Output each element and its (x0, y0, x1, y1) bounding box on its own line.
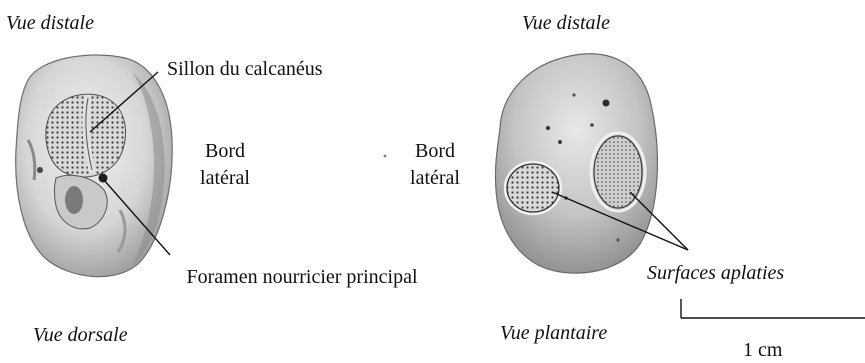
groove-callout-label: Sillon du calcanéus (167, 58, 323, 80)
center-dot (384, 155, 387, 158)
right-top-view-label: Vue distale (522, 12, 610, 34)
left-edge-label: Bord latéral (190, 138, 260, 192)
left-bottom-view-label: Vue dorsale (33, 324, 128, 346)
right-edge-label: Bord latéral (400, 138, 470, 192)
right-bone-illustration (495, 54, 657, 273)
surfaces-callout-label: Surfaces aplaties (647, 262, 784, 284)
foramen-callout-label: Foramen nourricier principal (182, 264, 422, 290)
scale-bar-label: 1 cm (743, 339, 782, 361)
left-bone-illustration (16, 55, 172, 277)
left-top-view-label: Vue distale (6, 12, 94, 34)
scale-bar (681, 299, 865, 318)
right-bottom-view-label: Vue plantaire (500, 322, 607, 344)
